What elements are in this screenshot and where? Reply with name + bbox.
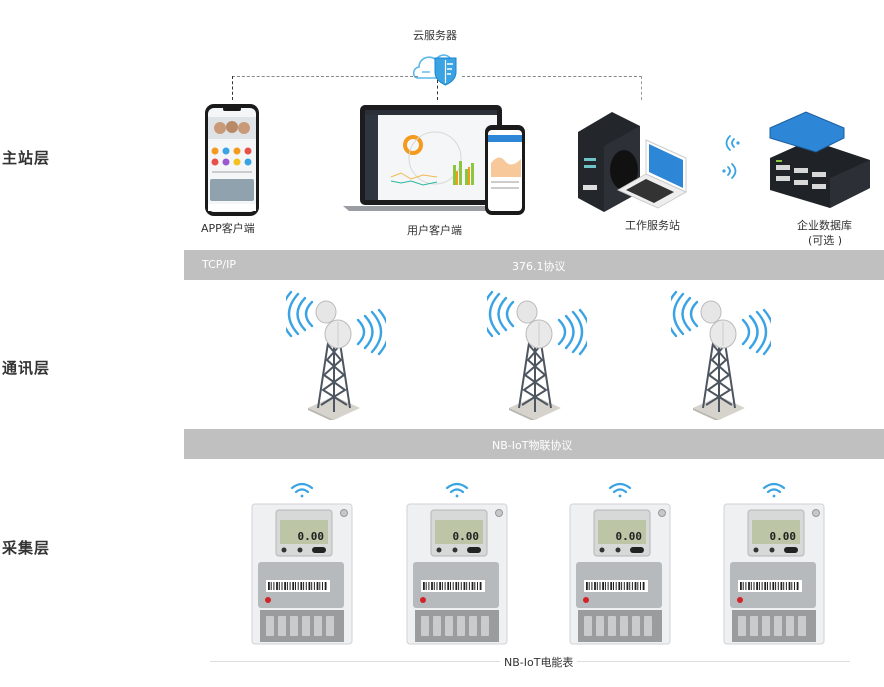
footer-label: NB-IoT电能表 bbox=[500, 654, 578, 670]
wifi-icon bbox=[762, 482, 786, 498]
master-node-label: 工作服务站 bbox=[625, 219, 680, 232]
layer-label-collection: 采集层 bbox=[2, 539, 51, 557]
band-center-label: NB-IoT物联协议 bbox=[492, 439, 573, 452]
meter-reading: 0.00 bbox=[298, 530, 325, 543]
meter-reading: 0.00 bbox=[770, 530, 797, 543]
layer-label-communication: 通讯层 bbox=[2, 359, 51, 377]
band-left-label: TCP/IP bbox=[202, 258, 236, 271]
wifi-icon bbox=[290, 482, 314, 498]
meter-unit: 0.00 bbox=[722, 480, 826, 652]
layer-label-master: 主站层 bbox=[2, 149, 51, 167]
signal-tower-icon bbox=[487, 290, 587, 420]
electric-meter-icon: 0.00 bbox=[406, 482, 508, 645]
cloud-shield-icon bbox=[412, 54, 457, 86]
master-node-label: 用户客户端 bbox=[407, 224, 462, 237]
electric-meter-icon: 0.00 bbox=[251, 482, 353, 645]
smartphone-icon bbox=[205, 104, 259, 216]
laptop-phone-icon bbox=[343, 105, 525, 215]
protocol-band-nbiot: NB-IoT物联协议 bbox=[184, 429, 884, 459]
master-node-label: APP客户端 bbox=[201, 222, 255, 235]
meter-unit: 0.00 bbox=[405, 480, 509, 652]
database-server-icon bbox=[769, 111, 870, 208]
electric-meter-icon: 0.00 bbox=[569, 482, 671, 645]
connector-line bbox=[641, 76, 642, 100]
connector-line bbox=[232, 76, 233, 100]
band-center-label: 376.1协议 bbox=[512, 260, 566, 273]
meter-unit: 0.00 bbox=[250, 480, 354, 652]
wifi-icon bbox=[445, 482, 469, 498]
electric-meter-icon: 0.00 bbox=[723, 482, 825, 645]
connector-line bbox=[437, 80, 438, 100]
protocol-band-tcpip: TCP/IP 376.1协议 bbox=[184, 250, 884, 280]
connector-line bbox=[462, 76, 642, 77]
meter-unit: 0.00 bbox=[568, 480, 672, 652]
master-node-label: 企业数据库 bbox=[797, 219, 852, 232]
meter-reading: 0.00 bbox=[616, 530, 643, 543]
master-node-sublabel: (可选 ) bbox=[808, 234, 843, 247]
wireless-link-icon bbox=[722, 135, 740, 179]
workstation-icon bbox=[578, 112, 688, 212]
wifi-icon bbox=[608, 482, 632, 498]
meter-reading: 0.00 bbox=[453, 530, 480, 543]
signal-tower-icon bbox=[671, 290, 771, 420]
signal-tower-icon bbox=[286, 290, 386, 420]
cloud-server-label: 云服务器 bbox=[413, 29, 457, 42]
connector-line bbox=[232, 76, 418, 77]
